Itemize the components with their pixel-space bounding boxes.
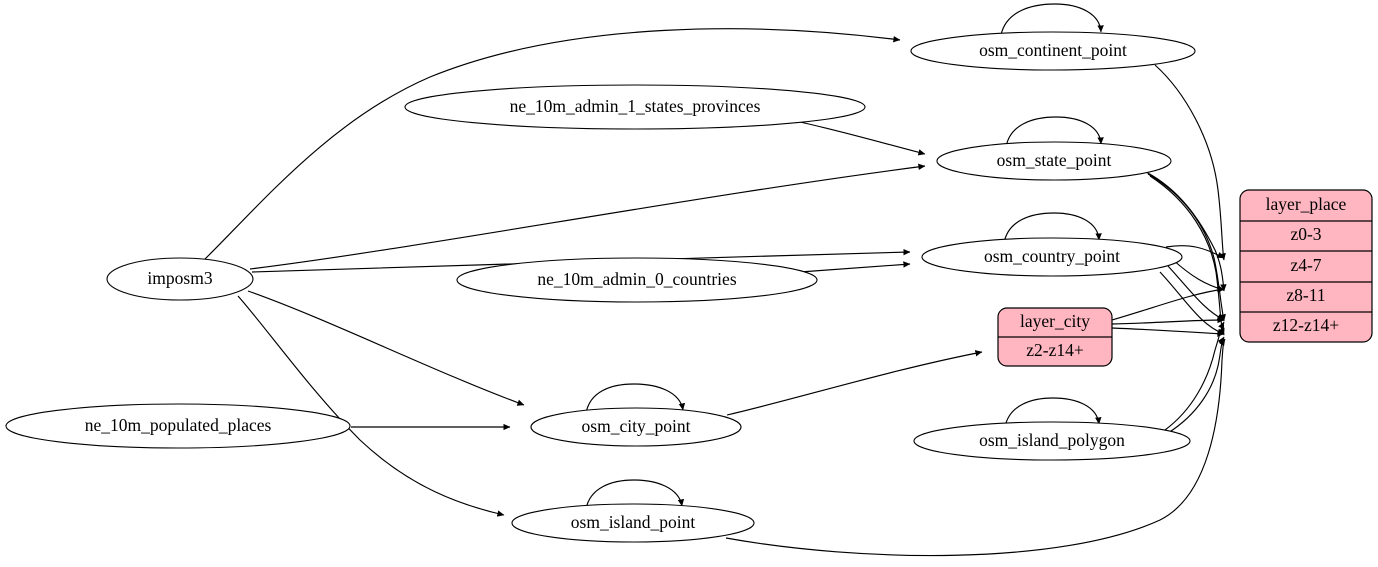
edge-self-osm_country_point [1003, 212, 1102, 244]
layer_city-title: layer_city [1020, 311, 1090, 331]
edge-osm_island_polygon-to-layer_place-z8_11 [1164, 321, 1225, 431]
layer_place-row-z8-11[interactable]: z8-11 [1286, 285, 1325, 305]
node-label-osm_state_point: osm_state_point [997, 150, 1112, 170]
edge-layer_city-to-layer_place-z12_z14 [1111, 327, 1225, 337]
node-label-osm_country_point: osm_country_point [984, 246, 1120, 266]
edge-ne_10m_admin_1_states_provinces-to-osm_state_point [799, 121, 926, 156]
edge-imposm3-to-osm_island_point [237, 295, 505, 517]
node-layer_place[interactable]: layer_place z0-3 z4-7 z8-11 z12-z14+ [1239, 189, 1373, 343]
node-imposm3[interactable]: imposm3 [106, 257, 254, 301]
edge-osm_state_point-to-layer_place-z4_7 [1145, 171, 1227, 292]
layer_city-row-z2-z14plus[interactable]: z2-z14+ [1026, 340, 1084, 360]
node-osm_country_point[interactable]: osm_country_point [921, 237, 1183, 277]
edge-osm_city_point-to-layer_city [726, 350, 983, 416]
node-osm_island_polygon[interactable]: osm_island_polygon [913, 421, 1191, 461]
node-label-ne_10m_populated_places: ne_10m_populated_places [85, 415, 272, 435]
node-label-osm_city_point: osm_city_point [582, 416, 691, 436]
edge-imposm3-to-osm_state_point [249, 163, 926, 270]
node-label-osm_island_polygon: osm_island_polygon [979, 430, 1125, 450]
edge-osm_country_point-to-layer_place-z12_z14 [1159, 271, 1225, 335]
layer_place-row-z0-3[interactable]: z0-3 [1290, 224, 1321, 244]
record-nodes-layer: layer_place z0-3 z4-7 z8-11 z12-z14+ lay… [997, 189, 1373, 367]
node-ne_10m_admin_1_states_provinces[interactable]: ne_10m_admin_1_states_provinces [404, 84, 866, 130]
edge-imposm3-to-osm_continent_point [203, 28, 901, 261]
node-label-osm_continent_point: osm_continent_point [979, 40, 1127, 60]
edge-imposm3-to-osm_city_point [247, 290, 525, 406]
edge-osm_country_point-to-layer_place-z8_11 [1167, 265, 1225, 321]
node-osm_island_point[interactable]: osm_island_point [511, 503, 755, 543]
layer_place-row-z12-z14plus[interactable]: z12-z14+ [1273, 315, 1339, 335]
edge-self-osm_city_point [585, 383, 686, 414]
edge-ne_10m_admin_0_countries-to-osm_country_point [799, 261, 911, 273]
edge-self-osm_state_point [1005, 116, 1104, 148]
edge-self-osm_island_polygon [1004, 397, 1102, 428]
edges-layer [203, 3, 1227, 557]
layer_place-row-z4-7[interactable]: z4-7 [1290, 255, 1321, 275]
node-layer_city[interactable]: layer_city z2-z14+ [997, 307, 1113, 367]
node-ne_10m_populated_places[interactable]: ne_10m_populated_places [5, 403, 351, 449]
node-osm_continent_point[interactable]: osm_continent_point [910, 31, 1196, 71]
edge-osm_country_point-to-layer_place-z0_3 [1165, 245, 1225, 259]
edge-layer_city-to-layer_place-z4_7 [1111, 286, 1225, 321]
node-label-ne_10m_admin_0_countries: ne_10m_admin_0_countries [537, 269, 736, 289]
edge-osm_continent_point-to-layer_place-z0_3 [1154, 64, 1226, 261]
layer_place-title: layer_place [1266, 194, 1347, 214]
nodes-layer: imposm3 ne_10m_admin_1_states_provinces … [5, 31, 1196, 543]
edge-self-osm_island_point [585, 479, 685, 510]
node-label-ne_10m_admin_1_states_provinces: ne_10m_admin_1_states_provinces [510, 96, 761, 116]
edge-osm_state_point-to-layer_place-z8_11 [1147, 173, 1226, 322]
node-osm_state_point[interactable]: osm_state_point [936, 141, 1172, 181]
layer_place-background [1239, 189, 1373, 343]
node-ne_10m_admin_0_countries[interactable]: ne_10m_admin_0_countries [456, 257, 818, 303]
node-label-imposm3: imposm3 [147, 268, 212, 288]
node-osm_city_point[interactable]: osm_city_point [530, 407, 742, 447]
edge-layer_city-to-layer_place-z8_11 [1111, 316, 1225, 325]
edge-osm_island_polygon-to-layer_place-z12_z14 [1167, 336, 1225, 434]
edge-osm_island_point-to-layer_place-z12_z14 [725, 338, 1226, 557]
node-label-osm_island_point: osm_island_point [571, 512, 696, 532]
edge-self-osm_continent_point [1000, 3, 1104, 36]
